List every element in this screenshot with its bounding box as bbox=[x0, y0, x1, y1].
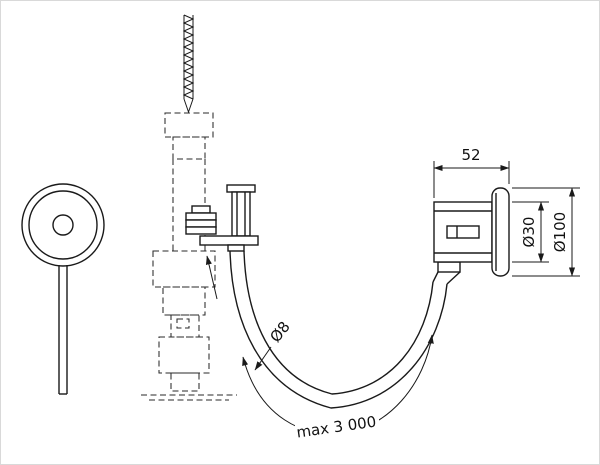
button-front-view bbox=[21, 183, 105, 395]
face-plate-circle bbox=[21, 183, 105, 267]
dim-hose-dia-8: Ø8 bbox=[254, 318, 294, 371]
threaded-rod bbox=[182, 14, 195, 114]
dim-label-dia-30: Ø30 bbox=[520, 217, 538, 248]
hose-nipple bbox=[227, 244, 245, 252]
bellows bbox=[185, 205, 217, 235]
button-body bbox=[433, 201, 493, 263]
fill-valve-ghost bbox=[141, 112, 237, 401]
label-mask bbox=[295, 415, 379, 438]
dim-plate-dia-100: Ø100 bbox=[512, 187, 580, 277]
dim-hose-max-length: max 3 000 bbox=[242, 334, 434, 442]
dim-depth-52: 52 bbox=[433, 146, 510, 198]
body-slot bbox=[446, 225, 480, 239]
button-center-circle bbox=[52, 214, 74, 236]
button-side-view bbox=[432, 187, 510, 285]
dim-label-52: 52 bbox=[461, 146, 480, 164]
pneumatic-actuator bbox=[185, 184, 259, 252]
hose-stem bbox=[58, 265, 68, 395]
actuator-pointer-arrow bbox=[205, 255, 218, 300]
dim-label-dia-8: Ø8 bbox=[266, 318, 293, 346]
actuator-base-plate bbox=[199, 235, 259, 246]
face-plate-side bbox=[491, 187, 510, 277]
hose-elbow bbox=[432, 261, 461, 285]
button-ring-circle bbox=[28, 190, 98, 260]
dim-button-dia-30: Ø30 bbox=[512, 201, 549, 263]
dim-label-dia-100: Ø100 bbox=[551, 212, 569, 252]
